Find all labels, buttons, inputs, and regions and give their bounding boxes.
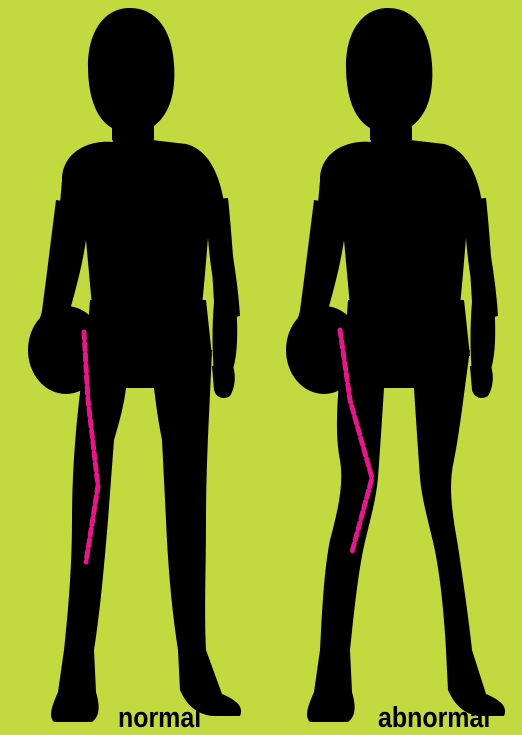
abnormal-label: abnormal (378, 704, 490, 733)
normal-figure (28, 8, 241, 722)
normal-label: normal (118, 704, 201, 733)
abnormal-figure (286, 8, 505, 722)
